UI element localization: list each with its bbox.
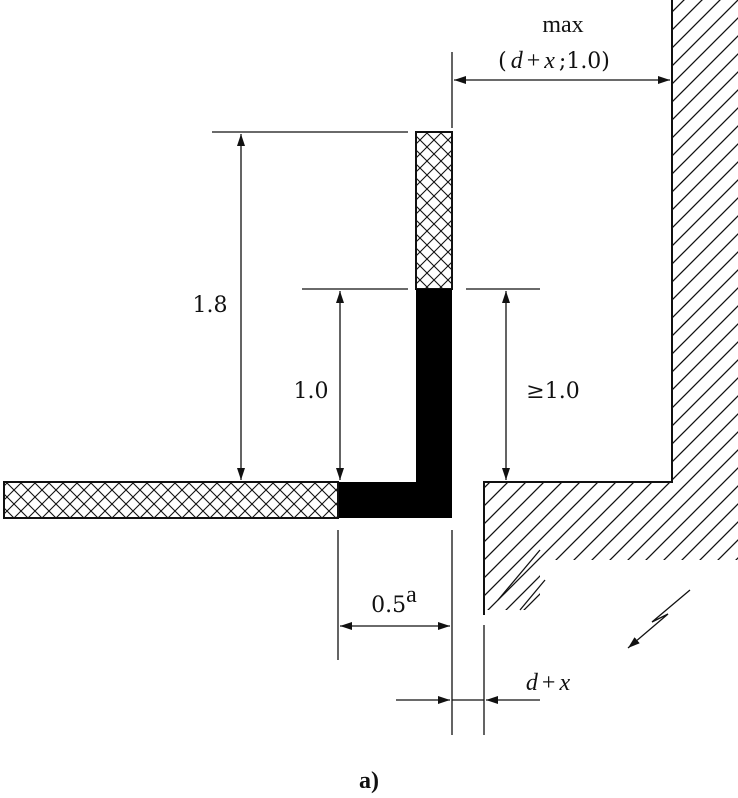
label-max: max (542, 12, 583, 38)
label-gap-d: d (526, 670, 539, 696)
label-max-expression: ( d + x ;1.0) (498, 48, 610, 74)
label-max-plus: + (527, 48, 541, 74)
label-gap: d + x (526, 670, 571, 696)
figure-caption: a) (359, 768, 379, 794)
label-1-0: 1.0 (294, 379, 329, 404)
upper-barrier-section (415, 131, 453, 290)
label-1-8: 1.8 (193, 293, 228, 318)
direction-arrow (627, 589, 691, 649)
guard-solid-l (338, 289, 452, 518)
label-ge-1-0: ≥1.0 (526, 379, 579, 404)
label-max-open: ( (498, 49, 507, 74)
label-max-d: d (511, 48, 524, 74)
label-0-5: 0.5a (371, 582, 417, 618)
label-gap-x: x (558, 670, 570, 696)
wall-outline (483, 0, 673, 615)
dimension-lines (237, 76, 670, 704)
label-max-rest: ;1.0) (559, 49, 610, 74)
hatched-wall (483, 0, 738, 615)
horizontal-barrier-section (3, 481, 339, 519)
label-0-5-superscript: a (406, 582, 417, 608)
label-gap-plus: + (542, 670, 556, 696)
label-0-5-value: 0.5 (371, 593, 406, 618)
extension-lines (212, 52, 540, 735)
label-max-x: x (543, 48, 555, 74)
